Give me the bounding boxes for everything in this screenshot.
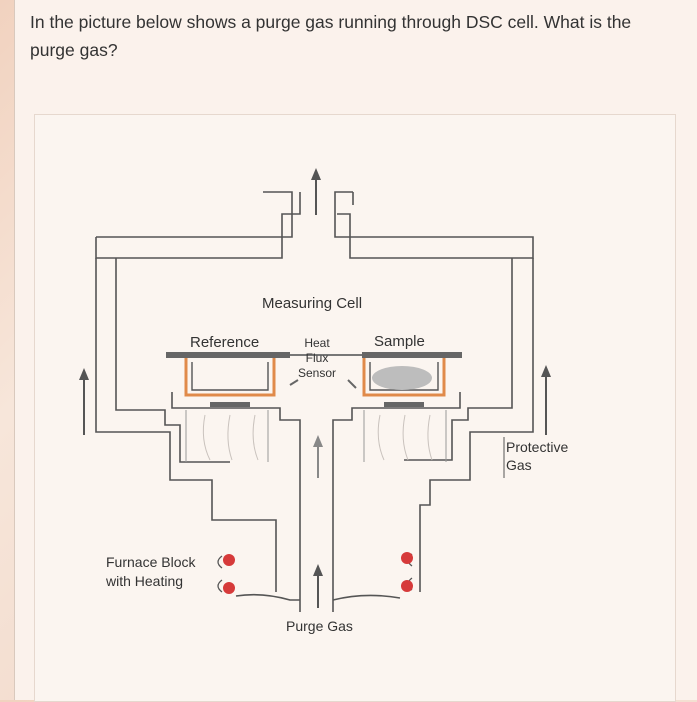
heat-flux-sensor — [166, 352, 462, 389]
furnace-heaters — [217, 552, 413, 594]
furnace-block-label-2: with Heating — [105, 573, 183, 589]
heater-dot — [223, 582, 235, 594]
gas-flow-arrows — [79, 168, 551, 608]
measuring-cell-label: Measuring Cell — [262, 295, 362, 312]
reference-crucible — [184, 358, 276, 407]
heater-dot — [401, 552, 413, 564]
heat-flux-label-2: Flux — [306, 351, 329, 365]
heat-wisps — [202, 414, 433, 461]
purge-gas-label: Purge Gas — [286, 618, 353, 634]
sample-crucible — [362, 358, 446, 407]
heat-flux-label-1: Heat — [304, 336, 330, 350]
sample-label: Sample — [374, 333, 425, 350]
heater-dot — [401, 580, 413, 592]
cell-housing — [95, 191, 534, 612]
question-text: In the picture below shows a purge gas r… — [30, 12, 632, 60]
heat-flux-label-3: Sensor — [298, 366, 336, 380]
reference-label: Reference — [190, 334, 259, 351]
protective-gas-label-2: Gas — [506, 457, 532, 473]
furnace-block-label-1: Furnace Block — [106, 554, 196, 570]
heater-dot — [223, 554, 235, 566]
protective-gas-label-1: Protective — [506, 439, 568, 455]
